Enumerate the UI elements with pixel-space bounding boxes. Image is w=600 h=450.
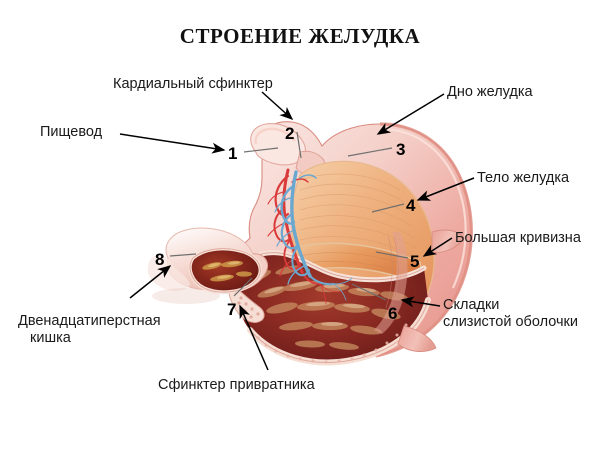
veins [274, 170, 335, 286]
duodenum-shadow [152, 288, 220, 304]
label-body: Тело желудка [477, 170, 570, 186]
label-mucosal-folds: Складки [443, 297, 500, 313]
marker-4: 4 [406, 196, 416, 215]
duodenum [147, 227, 263, 294]
label-fundus: Дно желудка [447, 84, 533, 100]
label-duodenum-line2: кишка [30, 330, 71, 346]
marker-5: 5 [410, 252, 420, 271]
marker-7: 7 [227, 300, 237, 319]
page-title: СТРОЕНИЕ ЖЕЛУДКА [179, 24, 421, 48]
marker-8: 8 [155, 250, 165, 269]
marker-2: 2 [285, 124, 295, 143]
esophagus-segment [250, 123, 326, 176]
label-cardiac-sphincter: Кардиальный сфинктер [113, 76, 273, 92]
marker-1: 1 [228, 144, 238, 163]
marker-6: 6 [388, 304, 398, 323]
label-mucosal-folds-line2: слизистой оболочки [443, 314, 578, 330]
blood-vessels [267, 168, 353, 305]
label-greater-curvature: Большая кривизна [455, 230, 581, 246]
label-duodenum: Двенадцатиперстная [18, 313, 161, 329]
label-esophagus: Пищевод [40, 124, 103, 140]
marker-3: 3 [396, 140, 406, 159]
label-pyloric-sphincter: Сфинктер привратника [158, 377, 315, 393]
